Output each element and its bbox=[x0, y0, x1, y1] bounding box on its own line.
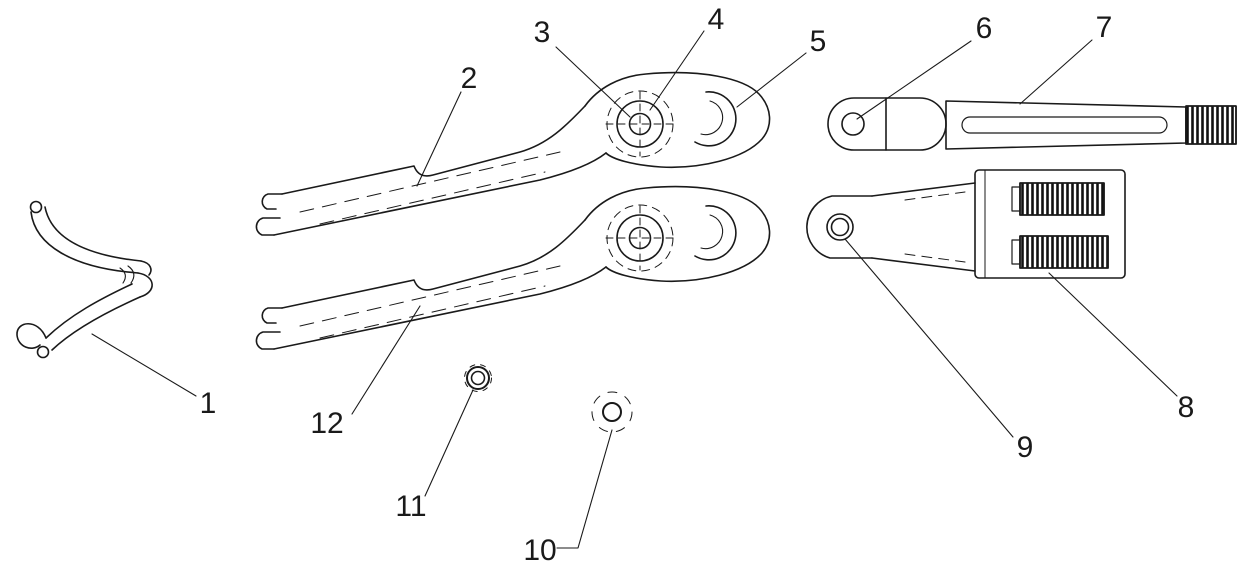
part-label-7: 7 bbox=[1095, 11, 1113, 44]
part-label-12: 12 bbox=[310, 407, 344, 440]
part-label-10: 10 bbox=[523, 534, 557, 567]
part-9-ring bbox=[826, 213, 854, 241]
part-label-1: 1 bbox=[199, 387, 217, 420]
part-11-ring bbox=[464, 364, 492, 392]
part-6-hole bbox=[841, 112, 865, 136]
part-12-lower-lever bbox=[255, 185, 771, 350]
part-label-9: 9 bbox=[1016, 431, 1034, 464]
part-10-washer bbox=[591, 391, 633, 433]
part-2-upper-lever bbox=[255, 71, 771, 236]
leader-lines bbox=[91, 30, 1178, 549]
part-label-2: 2 bbox=[460, 62, 478, 95]
part-label-3: 3 bbox=[533, 16, 551, 49]
part-label-8: 8 bbox=[1177, 391, 1195, 424]
part-1-hook bbox=[16, 200, 153, 359]
part-label-4: 4 bbox=[707, 3, 725, 36]
part-label-6: 6 bbox=[975, 12, 993, 45]
part-8-9-cylinder-link bbox=[806, 169, 1126, 279]
part-label-5: 5 bbox=[809, 25, 827, 58]
part-label-11: 11 bbox=[395, 490, 427, 523]
part-6-7-link-rod bbox=[827, 97, 1237, 151]
